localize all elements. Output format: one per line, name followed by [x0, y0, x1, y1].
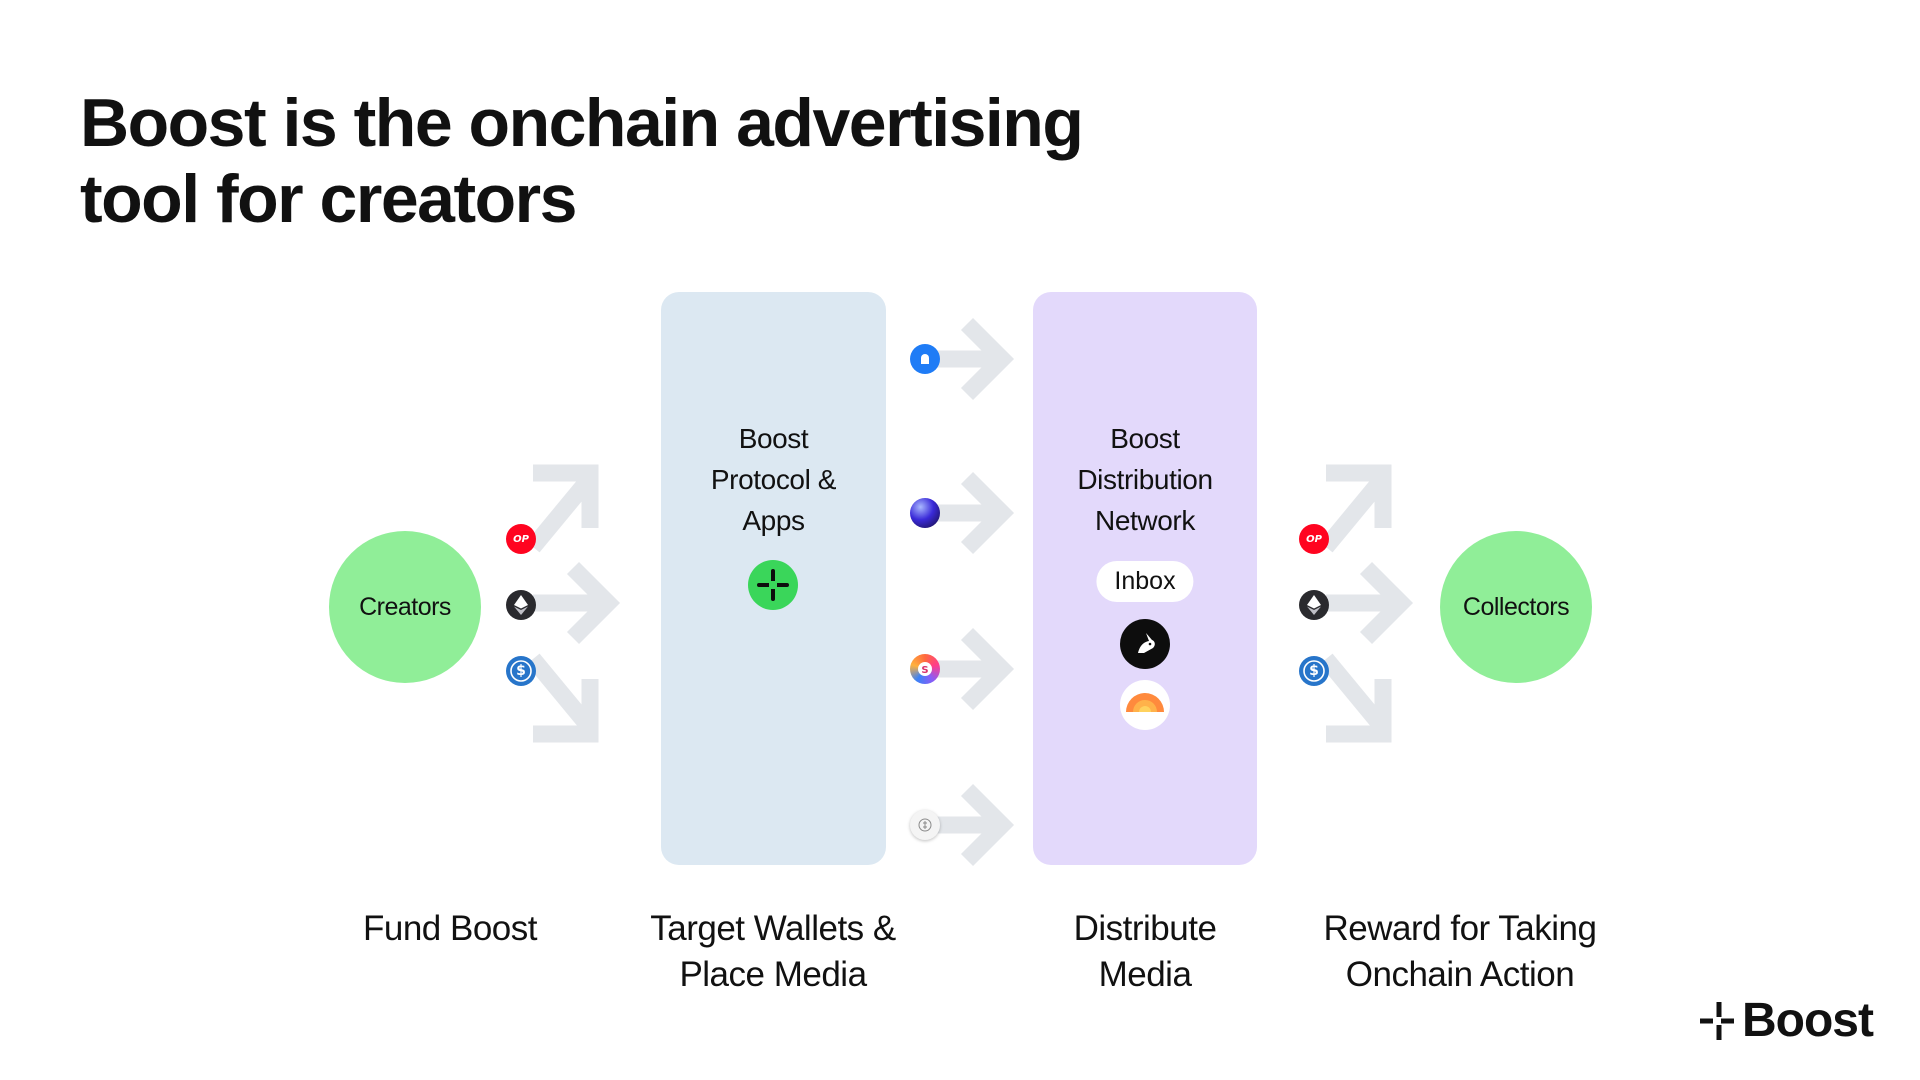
- ethereum-icon-right: [1299, 590, 1329, 620]
- boost-mark-icon: [1700, 1001, 1734, 1040]
- op-token-icon: OP: [506, 524, 536, 554]
- rabbit-logo-icon: [1120, 619, 1170, 669]
- arrow-place-3: [932, 627, 1015, 711]
- orb-icon: [910, 498, 940, 528]
- op-token-icon-right: OP: [1299, 524, 1329, 554]
- arrow-reward-down: [1319, 653, 1392, 743]
- arrow-place-1: [932, 317, 1015, 401]
- inbox-pill: Inbox: [1096, 561, 1194, 602]
- coin-icon: [910, 810, 940, 840]
- step-reward: Reward for Taking Onchain Action: [1323, 909, 1597, 994]
- step-target-wallets: Target Wallets & Place Media: [650, 909, 896, 994]
- collectors-label: Collectors: [1462, 592, 1570, 621]
- boost-plus-logo-icon: [748, 560, 798, 610]
- usdc-token-icon: $: [506, 656, 536, 686]
- blue-wallet-icon: [910, 344, 940, 374]
- page-title: Boost is the onchain advertising tool fo…: [80, 85, 1084, 237]
- distribution-panel-title: Boost Distribution Network: [1077, 423, 1213, 536]
- brand-name: Boost: [1742, 994, 1874, 1047]
- protocol-panel: Boost Protocol & Apps: [661, 292, 886, 865]
- arrow-reward-up: [1319, 464, 1392, 553]
- ethereum-icon: [506, 590, 536, 620]
- arrow-fund-down: [526, 653, 599, 743]
- title-line-1: Boost is the onchain advertising: [80, 85, 1084, 161]
- step-distribute-media: Distribute Media: [1073, 909, 1217, 994]
- arrow-reward-right: [1326, 561, 1414, 645]
- collectors-node: Collectors: [1440, 531, 1592, 683]
- arrow-place-4: [932, 783, 1015, 867]
- brand-logo: Boost: [1698, 993, 1874, 1048]
- title-line-2: tool for creators: [80, 161, 577, 237]
- gradient-token-icon: S: [910, 654, 940, 684]
- arrow-fund-up: [526, 464, 599, 553]
- protocol-panel-title: Boost Protocol & Apps: [710, 423, 837, 536]
- creators-label: Creators: [359, 592, 451, 621]
- arrow-place-2: [932, 471, 1015, 555]
- step-fund-boost: Fund Boost: [363, 909, 538, 948]
- usdc-token-icon-right: $: [1299, 656, 1329, 686]
- svg-text:S: S: [921, 665, 928, 676]
- distribution-panel: Boost Distribution Network Inbox: [1033, 292, 1257, 865]
- arrow-fund-right: [533, 561, 621, 645]
- sunrise-logo-icon: [1120, 680, 1170, 730]
- creators-node: Creators: [329, 531, 481, 683]
